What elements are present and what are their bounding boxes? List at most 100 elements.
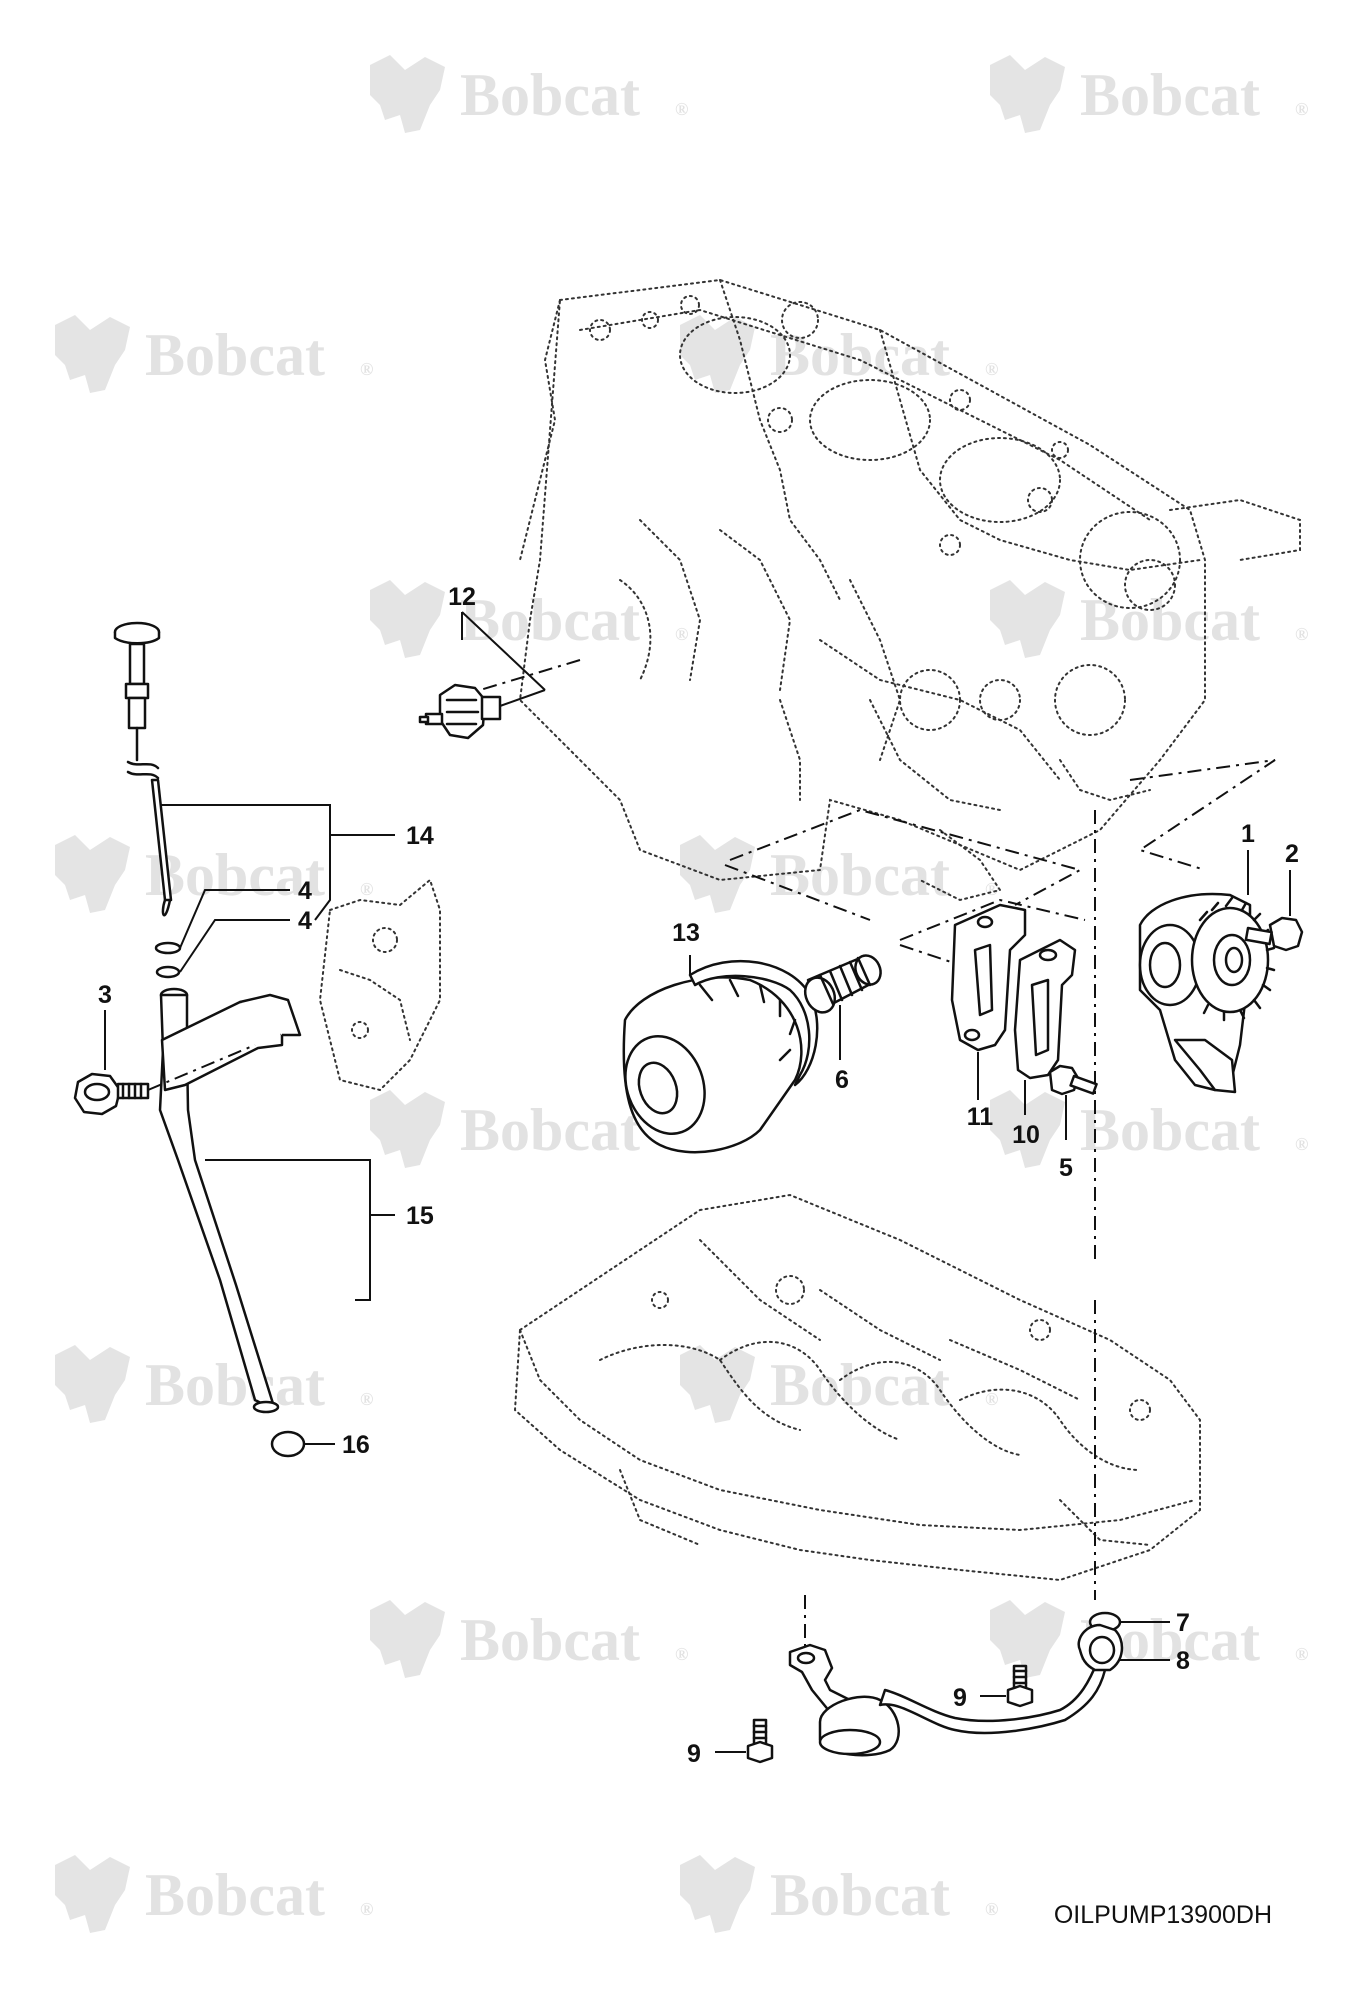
bobcat-watermark: Bobcat ® <box>55 1345 373 1423</box>
callout-11: 11 <box>967 1103 994 1131</box>
part-10-plate <box>1013 938 1077 1115</box>
watermark-registered-mark: ® <box>360 879 373 899</box>
callout-7: 7 <box>1176 1609 1190 1637</box>
watermark-text: Bobcat <box>770 322 950 388</box>
drawing-code: OILPUMP13900DH <box>1054 1901 1272 1929</box>
watermark-text: Bobcat <box>145 1352 325 1418</box>
watermark-text: Bobcat <box>145 322 325 388</box>
part-6-nipple <box>803 954 882 1060</box>
watermark-registered-mark: ® <box>985 1899 998 1919</box>
callout-4-upper: 4 <box>298 877 312 905</box>
watermark-registered-mark: ® <box>675 99 688 119</box>
part-4-o-rings <box>154 889 290 979</box>
part-11-gasket <box>950 903 1027 1100</box>
watermark-registered-mark: ® <box>360 359 373 379</box>
callout-14: 14 <box>406 822 434 850</box>
part-16-o-ring <box>270 1430 335 1458</box>
watermark-registered-mark: ® <box>360 1389 373 1409</box>
part-15-guide-tube <box>158 987 395 1414</box>
bobcat-logo-icon <box>370 1600 445 1678</box>
callout-10: 10 <box>1012 1121 1040 1149</box>
watermark-text: Bobcat <box>770 1352 950 1418</box>
bobcat-logo-icon <box>55 1855 130 1933</box>
watermark-text: Bobcat <box>770 842 950 908</box>
watermark-registered-mark: ® <box>675 624 688 644</box>
callout-labels: 1 2 3 4 4 5 6 7 8 9 9 10 11 12 13 14 15 … <box>98 583 1299 1768</box>
watermark-text: Bobcat <box>460 1607 640 1673</box>
callout-16: 16 <box>342 1431 370 1459</box>
bobcat-watermark: Bobcat® <box>990 1600 1308 1678</box>
bobcat-watermark: Bobcat ® <box>370 580 688 658</box>
watermark-registered-mark: ® <box>985 879 998 899</box>
part-9-bolt-upper <box>980 1664 1034 1708</box>
watermark-registered-mark: ® <box>1295 1134 1308 1154</box>
engine-block-ghost <box>518 278 1301 902</box>
bobcat-watermark: Bobcat ® <box>680 1855 998 1933</box>
bobcat-logo-icon <box>990 580 1065 658</box>
callout-3: 3 <box>98 981 112 1009</box>
callout-9-upper: 9 <box>953 1684 967 1712</box>
bobcat-logo-icon <box>990 1600 1065 1678</box>
watermark-text: Bobcat <box>1080 587 1260 653</box>
watermark-text: Bobcat <box>460 62 640 128</box>
callout-2: 2 <box>1285 840 1299 868</box>
bobcat-watermark: Bobcat® <box>370 1090 688 1168</box>
bobcat-watermark: Bobcat ® <box>680 835 998 913</box>
watermark-text: Bobcat <box>460 1097 640 1163</box>
callout-4-lower: 4 <box>298 907 312 935</box>
part-14-dipstick <box>113 621 395 921</box>
watermark-text: Bobcat <box>1080 62 1260 128</box>
watermark-registered-mark: ® <box>985 1389 998 1409</box>
callout-9-lower: 9 <box>687 1740 701 1768</box>
part-9-bolt-lower <box>715 1718 774 1764</box>
bobcat-watermark: Bobcat ® <box>990 1090 1308 1168</box>
bobcat-watermark: Bobcat ® <box>55 1855 373 1933</box>
part-12-oil-pressure-switch <box>418 683 546 740</box>
watermark-registered-mark: ® <box>1295 624 1308 644</box>
callout-13: 13 <box>672 919 700 947</box>
bobcat-watermark: Bobcat ® <box>370 55 688 133</box>
watermark-registered-mark: ® <box>360 1899 373 1919</box>
oil-strainer-pipe <box>788 1623 1124 1757</box>
watermark-text: Bobcat <box>770 1862 950 1928</box>
watermark-text: Bobcat <box>145 842 325 908</box>
callout-15: 15 <box>406 1202 434 1230</box>
bobcat-logo-icon <box>55 315 130 393</box>
part-2-bolt <box>1244 870 1304 952</box>
bobcat-watermark: Bobcat ® <box>55 835 373 913</box>
bobcat-watermark: Bobcat ® <box>990 580 1308 658</box>
bobcat-logo-icon <box>680 1855 755 1933</box>
bobcat-watermark: Bobcat ® <box>680 315 998 393</box>
part-3-bolt <box>73 1010 256 1116</box>
bobcat-logo-icon <box>680 1345 755 1423</box>
watermark-registered-mark: ® <box>985 359 998 379</box>
callout-1: 1 <box>1241 820 1255 848</box>
part-5-bolt <box>1048 1064 1098 1140</box>
watermark-text: Bobcat <box>460 587 640 653</box>
assembly-lines <box>479 659 1276 1660</box>
bobcat-logo-icon <box>370 580 445 658</box>
bobcat-logo-icon <box>990 55 1065 133</box>
block-fragment-ghost <box>318 878 441 1092</box>
bobcat-logo-icon <box>55 1345 130 1423</box>
watermark-registered-mark: ® <box>1295 99 1308 119</box>
part-1-oil-pump <box>1138 850 1276 1094</box>
bobcat-logo-icon <box>680 315 755 393</box>
watermark-text: Bobcat <box>1080 1097 1260 1163</box>
bobcat-logo-icon <box>680 835 755 913</box>
callout-12: 12 <box>448 583 476 611</box>
bobcat-watermark: Bobcat ® <box>370 1600 688 1678</box>
bobcat-watermark: Bobcat ® <box>55 315 373 393</box>
watermark-text: Bobcat <box>145 1862 325 1928</box>
callout-6: 6 <box>835 1066 849 1094</box>
bobcat-logo-icon <box>370 1090 445 1168</box>
bobcat-logo-icon <box>990 1090 1065 1168</box>
part-13-oil-filter <box>622 955 819 1154</box>
bobcat-logo-icon <box>55 835 130 913</box>
watermark-registered-mark: ® <box>675 1644 688 1664</box>
oil-pan-ghost <box>513 1193 1201 1582</box>
bobcat-watermark: Bobcat ® <box>990 55 1308 133</box>
watermark-registered-mark: ® <box>1295 1644 1308 1664</box>
